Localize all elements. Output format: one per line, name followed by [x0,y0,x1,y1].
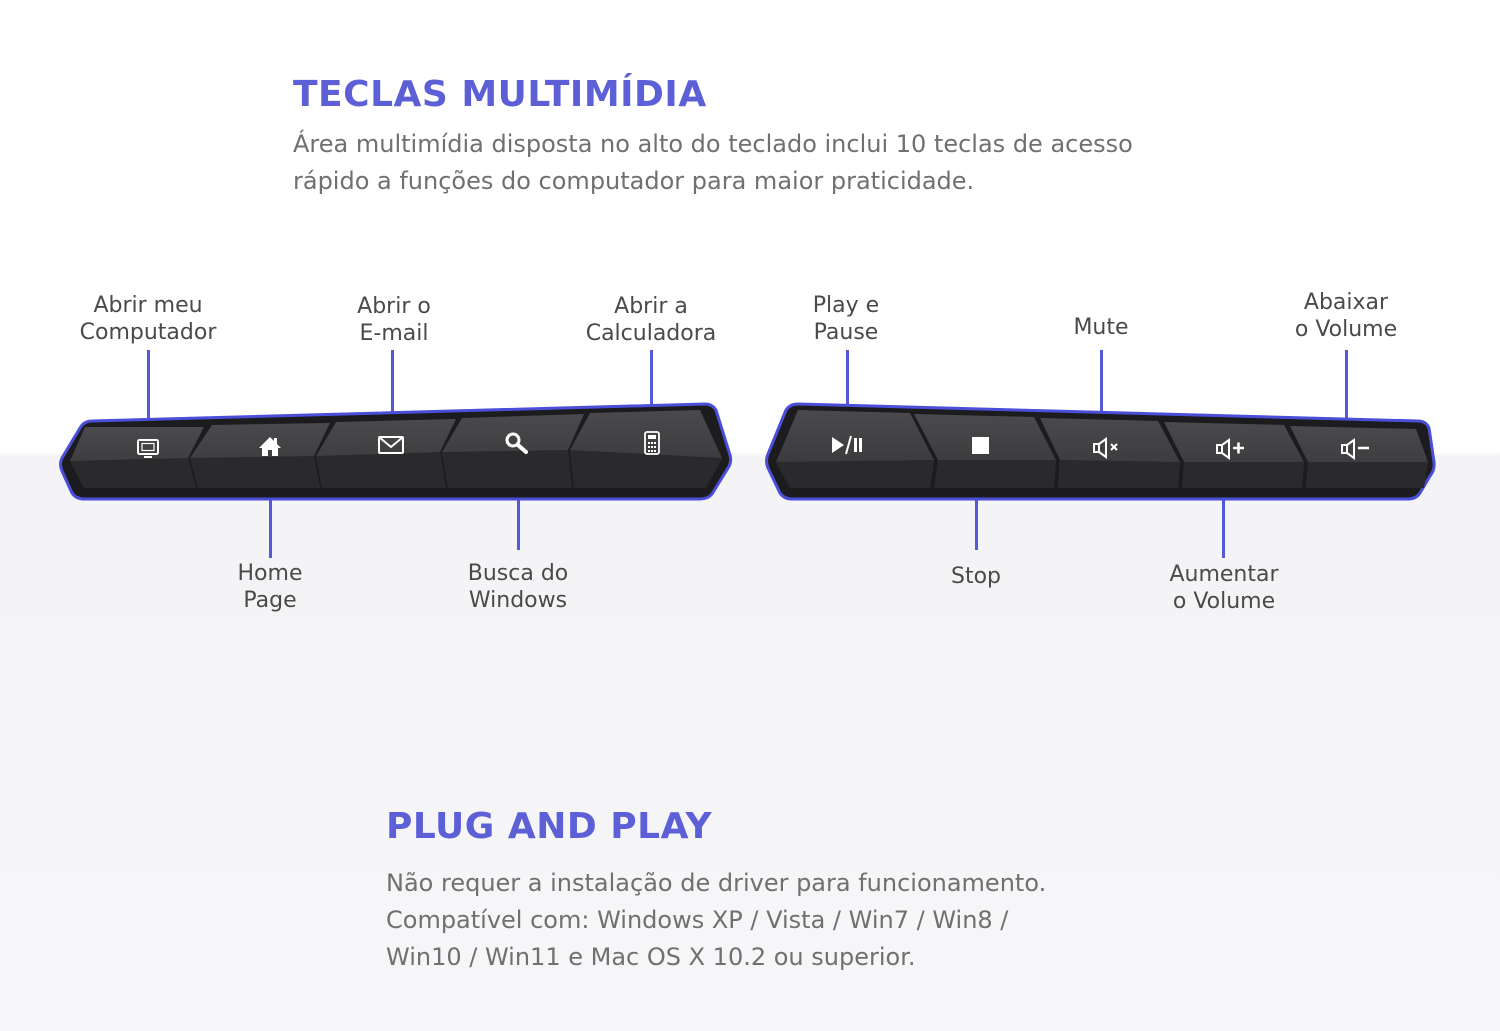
left-key-group [59,402,733,501]
leader-line [1345,350,1348,420]
key-bottom-edge [442,450,572,488]
leader-line [147,350,150,422]
key-stop[interactable] [914,414,1056,488]
callout-line: Abrir a [614,294,688,319]
stop-icon [972,437,989,454]
key-windows-search[interactable] [442,414,584,488]
callout-play-pause: Play e Pause [726,292,966,346]
key-home-page[interactable] [190,423,330,488]
play-pause-icon [832,435,862,455]
key-email[interactable] [316,419,456,488]
callout-my-computer: Abrir meu Computador [28,292,268,346]
key-bottom-edge [70,458,196,488]
speaker-plus-icon [1216,438,1244,460]
magnifier-icon [505,432,528,454]
monitor-icon [137,439,159,458]
callout-email: Abrir o E-mail [274,293,514,347]
leader-line [975,500,978,550]
leader-line [391,350,394,412]
callout-line: Busca do [467,561,569,586]
key-mute[interactable] [1040,418,1180,488]
plug-and-play-title: PLUG AND PLAY [386,806,713,847]
callout-line: Abrir meu [93,293,203,318]
description-line: rápido a funções do computador para maio… [293,167,975,195]
callout-calculator: Abrir a Calculadora [531,293,771,347]
callout-home-page: Home Page [150,560,390,614]
callout-line: o Volume [1172,589,1276,614]
key-bottom-edge [1306,462,1428,488]
callout-line: Windows [468,588,568,613]
callout-windows-search: Busca do Windows [398,560,638,614]
callout-mute: Mute [981,314,1221,341]
description-line: Win10 / Win11 e Mac OS X 10.2 ou superio… [386,943,916,971]
plug-and-play-description: Não requer a instalação de driver para f… [386,865,1046,976]
envelope-icon [378,436,404,454]
description-line: Área multimídia disposta no alto do tecl… [293,130,1133,158]
multimedia-keys-title: TECLAS MULTIMÍDIA [293,74,707,115]
key-my-computer[interactable] [70,427,204,488]
speaker-minus-icon [1341,438,1369,460]
callout-line: Pause [813,320,879,345]
leader-line [1100,350,1103,412]
callout-line: Play e [812,293,880,318]
key-bottom-edge [316,452,446,488]
callout-line: Calculadora [585,321,717,346]
callout-line: Stop [950,564,1001,589]
description-line: Não requer a instalação de driver para f… [386,869,1047,897]
key-volume-down[interactable] [1290,426,1428,488]
key-calculator[interactable] [570,410,722,488]
calculator-icon [644,431,660,455]
key-bottom-edge [934,460,1056,488]
key-bottom-edge [570,450,722,488]
callout-line: Abaixar [1303,290,1389,315]
leader-line [650,350,653,404]
key-bottom-edge [1058,460,1180,488]
callout-line: o Volume [1294,317,1398,342]
key-bottom-edge [190,456,320,488]
leader-line [1222,500,1225,558]
leader-line [517,500,520,550]
description-line: Compatível com: Windows XP / Vista / Win… [386,906,1009,934]
callout-line: Aumentar [1169,562,1279,587]
callout-line: Mute [1073,315,1129,340]
multimedia-keys-description: Área multimídia disposta no alto do tecl… [293,126,1133,200]
leader-line [269,500,272,558]
right-key-group [765,402,1436,501]
callout-line: Abrir o [357,294,431,319]
leader-line [846,350,849,404]
callout-line: Computador [79,320,217,345]
callout-stop: Stop [856,563,1096,590]
callout-line: Home [237,561,303,586]
callout-volume-up: Aumentar o Volume [1104,561,1344,615]
key-play-pause[interactable] [776,410,934,488]
callout-line: E-mail [359,321,429,346]
home-icon [259,437,281,456]
key-volume-up[interactable] [1164,422,1304,488]
speaker-mute-icon [1093,437,1118,459]
callout-line: Page [243,588,297,613]
key-bottom-edge [1182,462,1304,488]
callout-volume-down: Abaixar o Volume [1226,289,1466,343]
key-bottom-edge [776,460,934,488]
